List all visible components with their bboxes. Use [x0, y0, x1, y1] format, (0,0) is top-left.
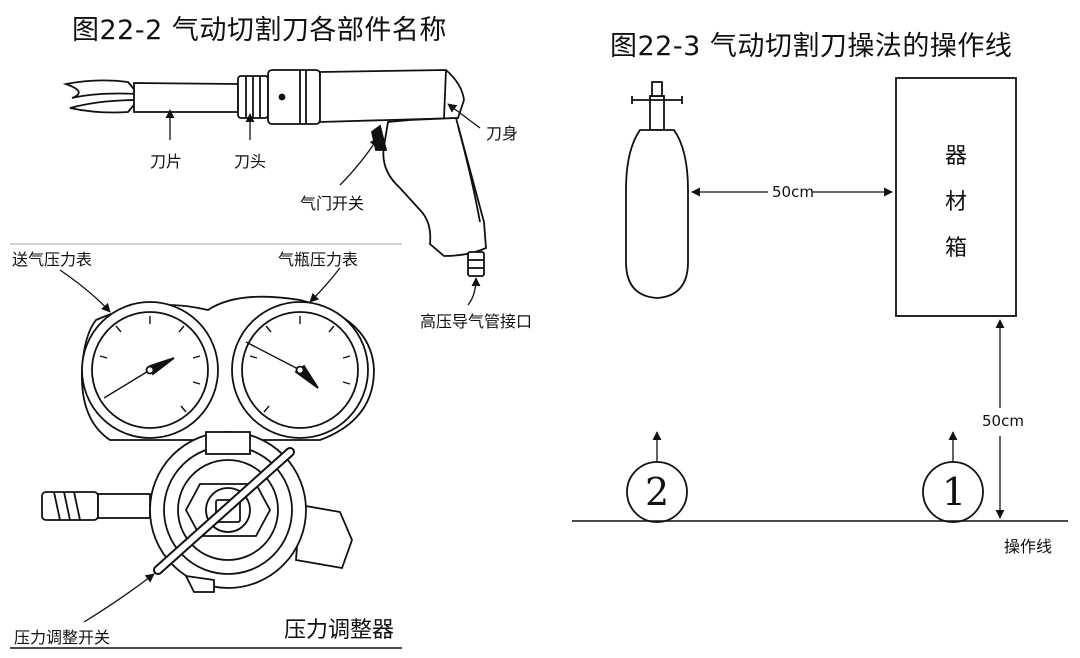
regulator-drawing	[41, 295, 375, 593]
regulator-leaders	[59, 267, 341, 623]
label-body: 刀身	[486, 124, 519, 143]
blade-lower	[69, 99, 140, 114]
label-regulator: 压力调整器	[284, 618, 395, 643]
box-text-3: 箱	[945, 236, 968, 261]
box-text-2: 材	[945, 190, 968, 215]
figure-22-3-title: 图22-3 气动切割刀操法的操作线	[610, 31, 1013, 62]
air-cutter-drawing	[62, 69, 487, 277]
figure-22-2-title: 图22-2 气动切割刀各部件名称	[72, 15, 447, 46]
cutter-leaders	[165, 103, 481, 306]
label-regulator-switch: 压力调整开关	[14, 628, 111, 647]
operator-2-circle	[626, 461, 688, 523]
operator-1-circle	[922, 461, 984, 523]
operation-line-label: 操作线	[1004, 537, 1053, 556]
blade-upper	[62, 79, 141, 99]
dimension-arrows	[652, 187, 1005, 519]
operator-1-number: 1	[942, 470, 967, 514]
label-trigger: 气门开关	[300, 194, 365, 213]
label-inlet: 高压导气管接口	[420, 312, 533, 331]
label-head: 刀头	[234, 152, 267, 171]
box-text-1: 器	[945, 144, 968, 169]
operation-line-drawing	[625, 77, 1017, 317]
operator-2-number: 2	[645, 470, 670, 514]
label-delivery-gauge: 送气压力表	[12, 250, 93, 269]
distance-vertical-label: 50cm	[982, 412, 1024, 430]
label-blade: 刀片	[150, 152, 183, 171]
label-cylinder-gauge: 气瓶压力表	[278, 250, 359, 269]
distance-horizontal-label: 50cm	[772, 183, 814, 201]
